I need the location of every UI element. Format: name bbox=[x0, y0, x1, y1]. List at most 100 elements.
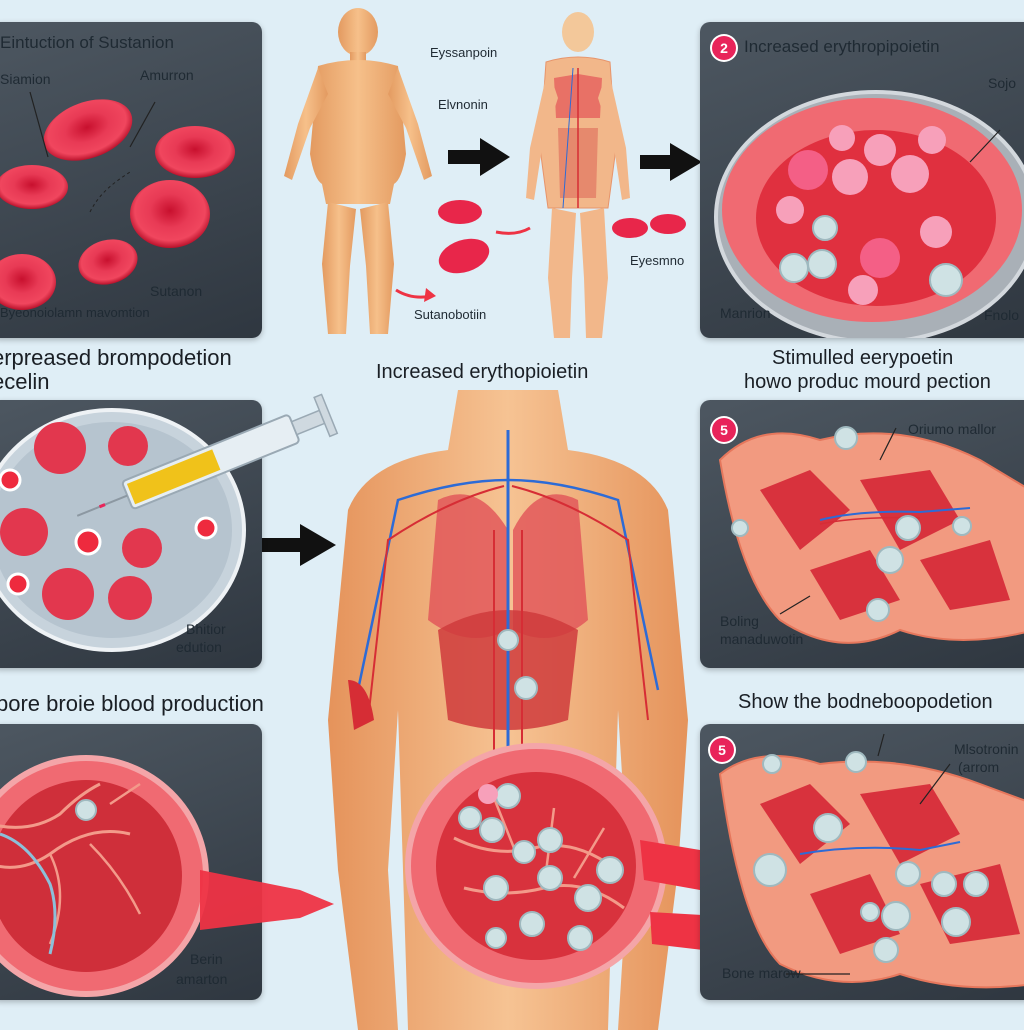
stem-cell-icon bbox=[952, 516, 972, 536]
red-blood-cell-icon bbox=[0, 508, 48, 556]
figure-label: Eyesmno bbox=[630, 253, 685, 268]
stem-cell-icon bbox=[963, 871, 989, 897]
step-badge: 5 bbox=[712, 418, 736, 442]
panel-bone-marrow-stimulation: 5 Oriumo mallor Boling manaduwotin bbox=[700, 400, 1024, 668]
stem-cell-icon bbox=[485, 927, 507, 949]
red-blood-cell-icon bbox=[0, 165, 68, 209]
cell-label: (arrom bbox=[958, 759, 1000, 775]
red-blood-cell-icon bbox=[891, 155, 929, 193]
stem-cell-icon bbox=[537, 865, 563, 891]
stem-cell-icon bbox=[537, 827, 563, 853]
cell-label: Amurron bbox=[140, 67, 194, 83]
red-blood-cell-icon bbox=[650, 214, 686, 234]
stem-cell-icon bbox=[596, 856, 624, 884]
cell-label: Bhitior bbox=[186, 621, 226, 637]
stem-cell-icon bbox=[497, 629, 519, 651]
red-blood-cell-icon bbox=[155, 126, 235, 178]
stem-cell-icon bbox=[75, 799, 97, 821]
stem-cell-icon bbox=[895, 515, 921, 541]
red-blood-cell-icon bbox=[832, 159, 868, 195]
stem-cell-icon bbox=[574, 884, 602, 912]
human-figure-illustration bbox=[284, 8, 432, 334]
arrow-right-icon bbox=[640, 143, 702, 181]
red-blood-cell-icon bbox=[6, 572, 30, 596]
red-blood-cell-icon bbox=[43, 99, 133, 161]
section-heading: Show the bodneboopodetion bbox=[738, 691, 993, 713]
stem-cell-icon bbox=[813, 813, 843, 843]
stem-cell-icon bbox=[762, 754, 782, 774]
stem-cell-icon bbox=[567, 925, 593, 951]
red-blood-cells-illustration bbox=[0, 91, 235, 310]
anatomy-figure-illustration bbox=[526, 12, 630, 338]
stem-cell-icon bbox=[483, 875, 509, 901]
cell-label: Sojo bbox=[988, 75, 1017, 91]
panel-title: Eintuction of Sustanion bbox=[0, 33, 174, 52]
red-blood-cell-icon bbox=[860, 238, 900, 278]
stem-cell-icon bbox=[845, 751, 867, 773]
stem-cell-icon bbox=[895, 861, 921, 887]
cell-label: Sutanon bbox=[150, 283, 203, 299]
red-blood-cell-icon bbox=[920, 216, 952, 248]
panel-bone-marrow: 5 Mlsotronin (arrom Bone marow bbox=[700, 724, 1024, 1000]
stem-cell-icon bbox=[512, 840, 536, 864]
red-blood-cell-icon bbox=[918, 126, 946, 154]
panel-title: Increased erythropipoietin bbox=[744, 37, 940, 56]
red-blood-cell-icon bbox=[0, 254, 56, 310]
stem-cell-icon bbox=[807, 249, 837, 279]
red-blood-cell-icon bbox=[0, 468, 22, 492]
red-blood-cell-icon bbox=[864, 134, 896, 166]
cell-label: Fnolo bbox=[984, 307, 1020, 323]
section-heading: pore broie blood production bbox=[0, 691, 264, 716]
figure-label: Eyssanpoin bbox=[430, 45, 498, 60]
section-heading: ecelin bbox=[0, 369, 50, 394]
stem-cell-icon bbox=[860, 902, 880, 922]
cell-label: Oriumo mallor bbox=[908, 421, 996, 437]
red-blood-cell-icon bbox=[478, 784, 498, 804]
step-badge: 5 bbox=[710, 738, 734, 762]
bone-marrow-illustration bbox=[718, 733, 1024, 989]
stem-cell-icon bbox=[458, 806, 482, 830]
center-heading: Increased erythopioietin bbox=[376, 361, 589, 383]
cell-label: amarton bbox=[176, 971, 228, 987]
stem-cell-icon bbox=[834, 426, 858, 450]
red-blood-cell-icon bbox=[108, 426, 148, 466]
step-badge: 2 bbox=[712, 36, 736, 60]
stem-cell-icon bbox=[929, 263, 963, 297]
stem-cell-icon bbox=[812, 215, 838, 241]
cell-label: Mlsotronin bbox=[954, 741, 1019, 757]
stem-cell-icon bbox=[779, 253, 809, 283]
stem-cell-icon bbox=[881, 901, 911, 931]
red-blood-cell-icon bbox=[122, 528, 162, 568]
stem-cell-icon bbox=[514, 676, 538, 700]
vessel-branching-illustration bbox=[0, 755, 209, 997]
stem-cell-icon bbox=[876, 546, 904, 574]
stem-cell-icon bbox=[931, 871, 957, 897]
vessel-magnified-illustration bbox=[405, 743, 667, 989]
section-heading: Stimulled eerypoetin bbox=[772, 347, 954, 369]
vessel-cross-section-illustration bbox=[714, 90, 1024, 338]
panel-increased-erythropoietin: 2 Increased erythropipoietin Sojo Manrio… bbox=[700, 22, 1024, 338]
stem-cell-icon bbox=[519, 911, 545, 937]
red-blood-cell-icon bbox=[78, 239, 138, 285]
stem-cell-icon bbox=[873, 937, 899, 963]
cell-label: Manrion bbox=[720, 305, 771, 321]
red-blood-cell-icon bbox=[74, 528, 102, 556]
stem-cell-icon bbox=[866, 598, 890, 622]
cell-label: Boling bbox=[720, 613, 759, 629]
stem-cell-icon bbox=[731, 519, 749, 537]
cell-label: manaduwotin bbox=[720, 631, 804, 647]
syringe-icon bbox=[76, 393, 339, 517]
red-blood-cell-icon bbox=[829, 125, 855, 151]
cell-label: Byeonoiolamn mavomtion bbox=[0, 305, 150, 320]
cell-label: Siamion bbox=[0, 71, 51, 87]
panel-sustanon-introduction: Eintuction of Sustanion Siamion Amurron … bbox=[0, 22, 262, 338]
stem-cell-icon bbox=[753, 853, 787, 887]
stem-cell-icon bbox=[495, 783, 521, 809]
red-blood-cell-icon bbox=[130, 180, 210, 248]
stem-cell-icon bbox=[479, 817, 505, 843]
cell-label: Bone marow bbox=[722, 965, 801, 981]
figure-label: Sutanobotiin bbox=[414, 307, 487, 322]
red-blood-cell-icon bbox=[788, 150, 828, 190]
cell-label: Berin bbox=[190, 951, 223, 967]
figure-label: Elvnonin bbox=[438, 97, 488, 112]
